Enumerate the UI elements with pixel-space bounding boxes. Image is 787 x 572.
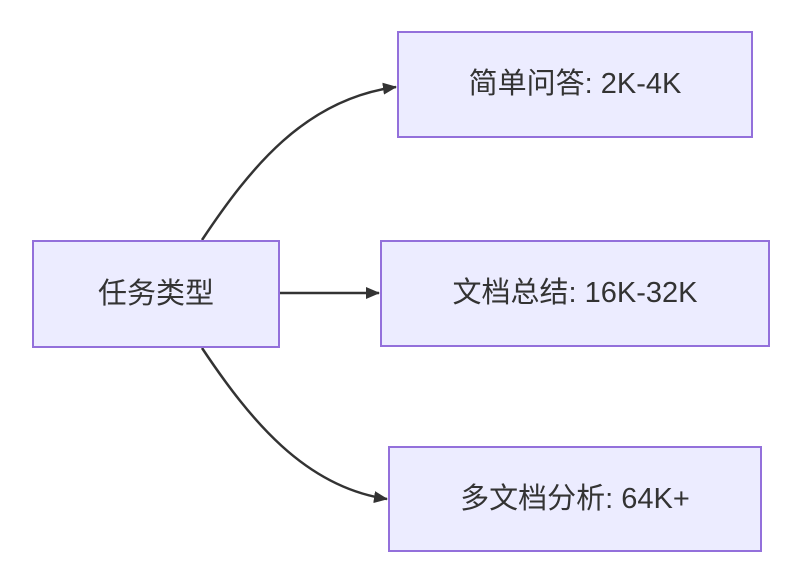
edge-root-to-simple-qa (200, 82, 397, 241)
node-multi-doc: 多文档分析: 64K+ (388, 446, 762, 552)
node-multi-doc-label: 多文档分析: 64K+ (460, 482, 690, 515)
node-task-type-label: 任务类型 (97, 277, 214, 310)
node-doc-summary-label: 文档总结: 16K-32K (452, 277, 698, 310)
node-doc-summary: 文档总结: 16K-32K (380, 240, 770, 347)
node-simple-qa-label: 简单问答: 2K-4K (468, 68, 682, 101)
node-simple-qa: 简单问答: 2K-4K (397, 31, 753, 138)
node-task-type: 任务类型 (32, 240, 280, 348)
edge-root-to-multi-doc (200, 347, 388, 504)
